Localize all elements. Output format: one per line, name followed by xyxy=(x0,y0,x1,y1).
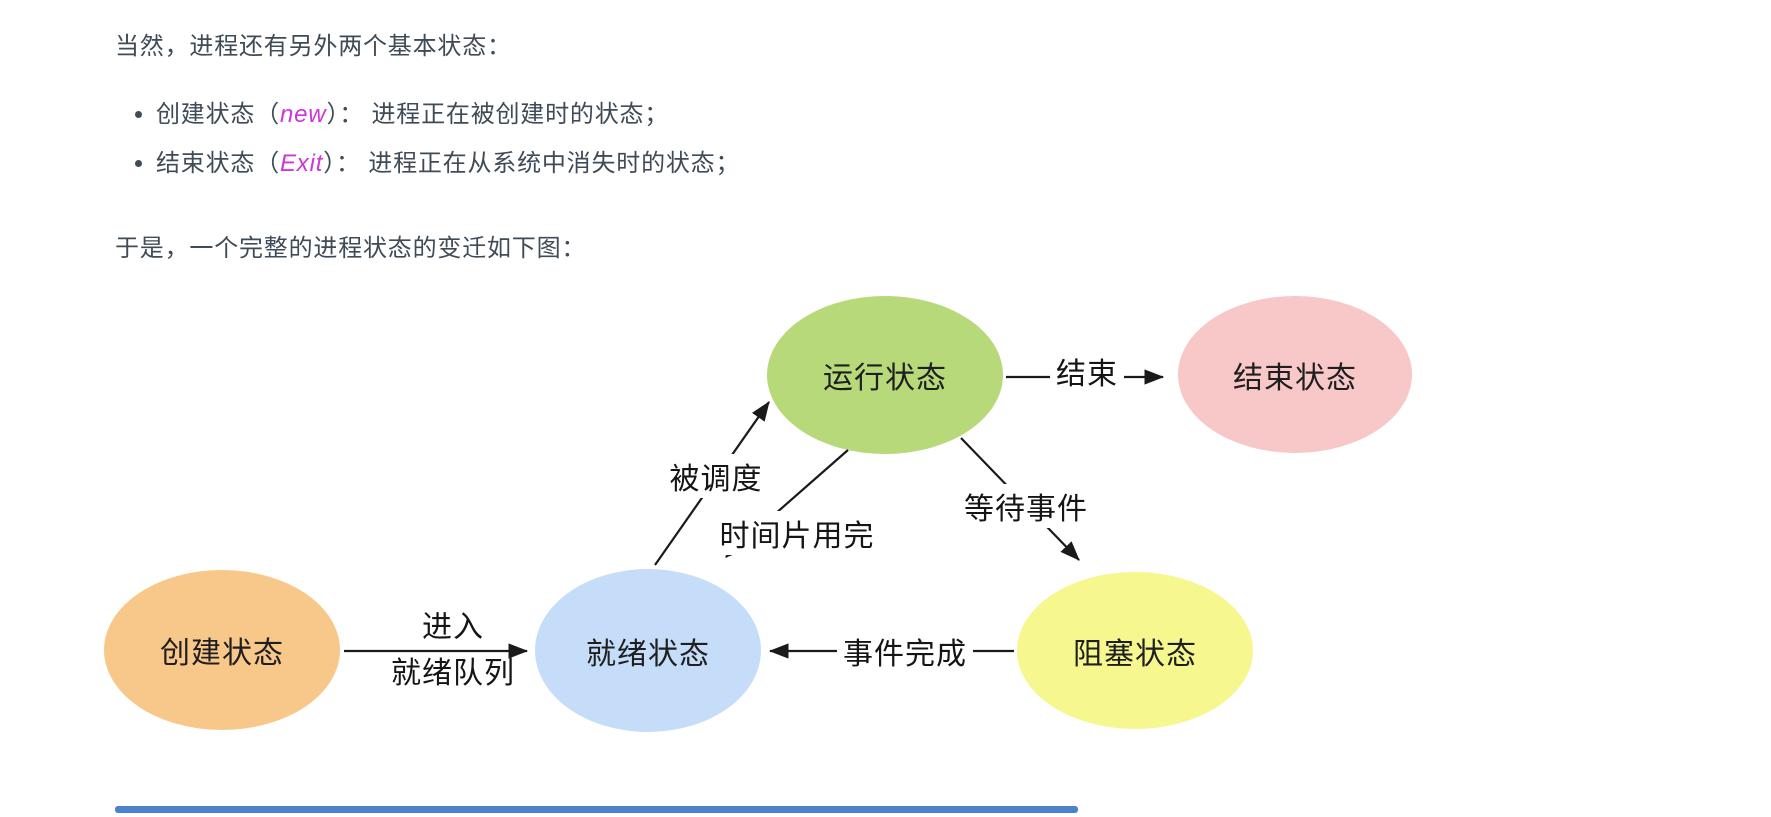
paragraph-intro: 当然，进程还有另外两个基本状态： xyxy=(115,33,512,60)
bullet-text-pre: 创建状态（ xyxy=(156,101,280,128)
edge-label-scheduled: 被调度 xyxy=(663,454,769,498)
edge-label-end: 结束 xyxy=(1050,349,1124,393)
node-running-state: 运行状态 xyxy=(767,296,1003,454)
node-label-exit: 结束状态 xyxy=(1233,361,1357,395)
node-create-state: 创建状态 xyxy=(104,570,340,730)
bullet-text-post: ）： 进程正在从系统中消失时的状态； xyxy=(323,150,741,177)
node-label-blocked: 阻塞状态 xyxy=(1073,637,1197,671)
em-exit: Exit xyxy=(280,150,324,177)
bullet-text-pre: 结束状态（ xyxy=(156,150,280,177)
edge-label-enter-line1: 进入 xyxy=(422,611,484,644)
node-exit-state: 结束状态 xyxy=(1178,296,1412,453)
em-new: new xyxy=(280,101,327,128)
edge-label-enter-ready-queue: 进入 就绪队列 xyxy=(391,605,515,697)
node-ready-state: 就绪状态 xyxy=(535,569,761,732)
paragraph-outro: 于是，一个完整的进程状态的变迁如下图： xyxy=(115,235,587,262)
bullet-list: 创建状态（new）： 进程正在被创建时的状态； 结束状态（Exit）： 进程正在… xyxy=(134,98,740,196)
node-blocked-state: 阻塞状态 xyxy=(1017,572,1253,729)
next-block-top-edge xyxy=(115,806,1078,813)
bullet-text-post: ）： 进程正在被创建时的状态； xyxy=(326,101,670,128)
node-label-create: 创建状态 xyxy=(160,637,284,670)
node-label-running: 运行状态 xyxy=(823,362,947,395)
edge-label-enter-line2: 就绪队列 xyxy=(391,657,515,690)
edge-label-wait-event: 等待事件 xyxy=(958,484,1094,528)
bullet-item-exit: 结束状态（Exit）： 进程正在从系统中消失时的状态； xyxy=(156,147,740,180)
node-label-ready: 就绪状态 xyxy=(586,637,710,671)
edge-label-timeslice-used: 时间片用完 xyxy=(713,511,881,555)
edge-label-event-complete: 事件完成 xyxy=(837,629,973,673)
bullet-item-create: 创建状态（new）： 进程正在被创建时的状态； xyxy=(156,98,740,131)
